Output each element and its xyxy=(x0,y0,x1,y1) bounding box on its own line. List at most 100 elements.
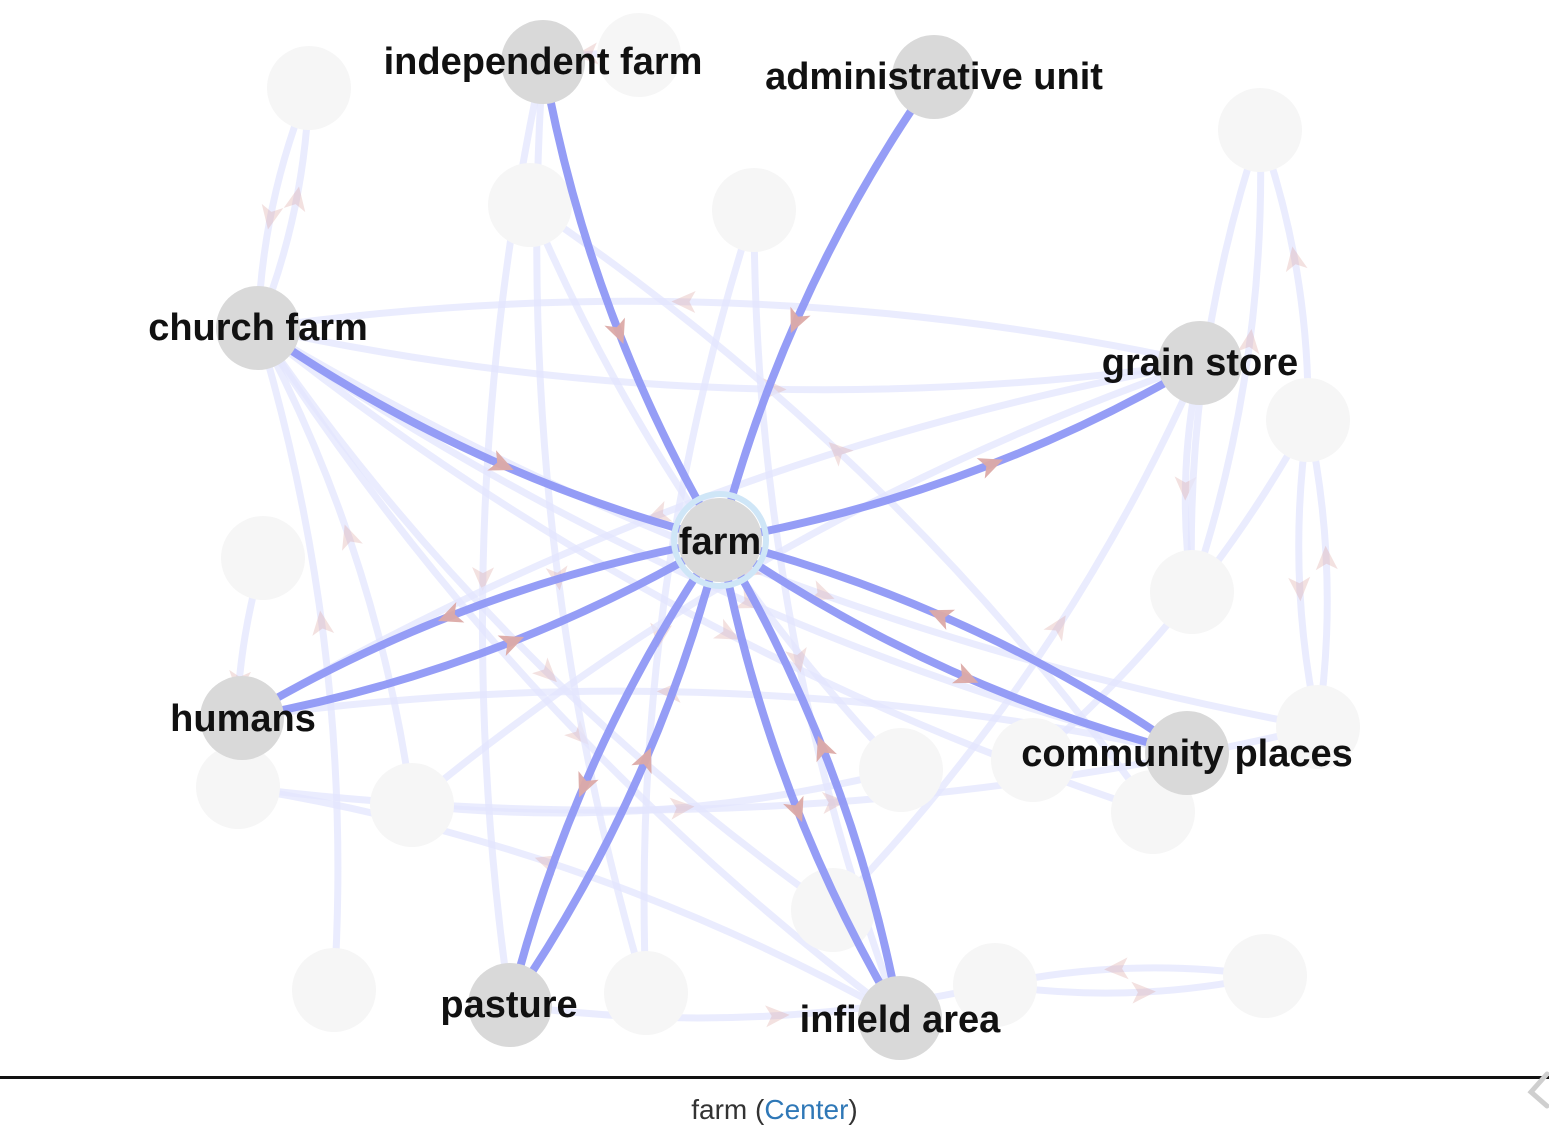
faded-edge-bg3-to-bg13 xyxy=(526,201,905,774)
faded-node-bg16[interactable] xyxy=(953,943,1037,1027)
faded-arrow-grain_store-to-humans xyxy=(646,500,673,522)
footer-caption: farm (Center) xyxy=(0,1094,1549,1126)
faded-arrow-pasture-to-bg16 xyxy=(765,1005,790,1028)
faded-node-bg7[interactable] xyxy=(1266,378,1350,462)
arrow-administrative_unit-to-farm xyxy=(790,306,811,334)
footer-paren-close: ) xyxy=(848,1094,858,1125)
center-node-ring xyxy=(671,491,769,589)
faded-edge-grain_store-to-church_farm xyxy=(254,291,1204,367)
faded-node-bg3[interactable] xyxy=(488,163,572,247)
faded-arrow-church_farm-to-bg1 xyxy=(283,186,306,213)
faded-arrow-church_farm-to-bg14 xyxy=(532,657,557,683)
arrow-independent_farm-to-farm xyxy=(604,317,625,344)
edge-farm-to-pasture xyxy=(506,536,724,1009)
node-independent_farm[interactable] xyxy=(501,20,585,104)
node-label-humans: humans xyxy=(170,698,316,740)
nodes-layer xyxy=(200,20,1242,1060)
arrow-church_farm-to-farm xyxy=(487,450,514,471)
faded-node-bg10[interactable] xyxy=(1276,685,1360,769)
faded-node-bg18[interactable] xyxy=(292,948,376,1032)
node-farm[interactable] xyxy=(678,498,762,582)
node-grain_store[interactable] xyxy=(1158,321,1242,405)
faded-edge-bg11-to-church_farm xyxy=(254,324,416,809)
node-label-infield_area: infield area xyxy=(800,999,1001,1041)
graph-canvas[interactable]: farm independent farm administrative unit c… xyxy=(0,0,1549,1075)
faded-arrow-bg18-to-church_farm xyxy=(312,610,335,636)
faded-edge-bg14-to-grain_store xyxy=(829,359,1204,914)
faded-node-bg11[interactable] xyxy=(370,763,454,847)
arrow-farm-to-pasture xyxy=(578,771,599,798)
faded-arrow-independent_farm-to-pasture xyxy=(472,566,495,592)
faded-arrow-bg14-to-grain_store xyxy=(1043,615,1066,642)
faded-arrow-grain_store-to-church_farm xyxy=(671,291,696,314)
faded-arrow-bg7-to-bg6 xyxy=(1285,246,1308,273)
faded-arrow-bg11-to-church_farm xyxy=(342,524,363,551)
node-label-independent_farm: independent farm xyxy=(384,41,703,83)
node-label-pasture: pasture xyxy=(440,984,577,1026)
faded-node-bg1[interactable] xyxy=(267,46,351,130)
faded-node-bg5[interactable] xyxy=(221,516,305,600)
faded-arrow-bg12-to-bg3 xyxy=(828,442,854,467)
faded-arrow-bg10-to-bg7 xyxy=(1315,545,1338,571)
edge-farm-to-infield_area xyxy=(716,536,904,1022)
edge-administrative_unit-to-farm xyxy=(716,73,938,544)
faded-arrow-church_farm-to-bg12 xyxy=(712,618,740,640)
faded-node-bg19[interactable] xyxy=(1223,934,1307,1018)
faded-edge-bg12-to-bg3 xyxy=(526,201,1157,816)
faded-edge-church_farm-to-bg14 xyxy=(254,324,837,914)
edge-farm-to-humans xyxy=(238,536,724,722)
faded-arrow-bg11-to-bg13 xyxy=(669,797,695,820)
arrow-farm-to-community_places xyxy=(951,663,979,684)
faded-arrow-bg9-to-bg6 xyxy=(1237,329,1260,355)
node-humans[interactable] xyxy=(200,676,284,760)
node-infield_area[interactable] xyxy=(858,976,942,1060)
arrow-community_places-to-farm xyxy=(928,609,956,630)
faded-node-bg15[interactable] xyxy=(604,951,688,1035)
faded-arrow-bg2-to-independent_farm xyxy=(573,42,599,65)
node-label-administrative_unit: administrative unit xyxy=(765,56,1103,98)
faded-edge-bg18-to-church_farm xyxy=(254,324,342,994)
faded-arrow-bg8-to-bg10 xyxy=(821,792,847,814)
arrow-infield_area-to-farm xyxy=(816,735,837,763)
center-link[interactable]: Center xyxy=(764,1094,849,1125)
node-pasture[interactable] xyxy=(468,963,552,1047)
edge-farm-to-grain_store xyxy=(716,359,1204,544)
faded-node-bg17[interactable] xyxy=(991,718,1075,802)
node-label-community_places: community places xyxy=(1021,733,1353,775)
node-label-church_farm: church farm xyxy=(148,307,368,349)
resize-handle-icon[interactable] xyxy=(1527,1070,1549,1110)
faded-edge-bg9-to-bg6 xyxy=(1188,126,1265,596)
node-label-farm: farm xyxy=(679,521,761,563)
arrow-farm-to-humans xyxy=(438,601,465,623)
node-label-grain_store: grain store xyxy=(1102,342,1298,384)
faded-node-bg8[interactable] xyxy=(196,745,280,829)
faded-node-bg4[interactable] xyxy=(712,168,796,252)
faded-arrow-bg1-to-church_farm xyxy=(261,203,284,230)
labels-layer: farm independent farm administrative unit c… xyxy=(148,41,1353,1041)
faded-node-bg2[interactable] xyxy=(597,13,681,97)
faded-arrow-bg16-to-bg19 xyxy=(1131,981,1156,1004)
arrow-pasture-to-farm xyxy=(631,747,652,774)
edge-community_places-to-farm xyxy=(716,536,1191,757)
edge-infield_area-to-farm xyxy=(716,536,904,1022)
edge-pasture-to-farm xyxy=(506,536,724,1009)
node-community_places[interactable] xyxy=(1145,711,1229,795)
node-church_farm[interactable] xyxy=(216,286,300,370)
arrow-farm-to-infield_area xyxy=(783,795,804,823)
edge-humans-to-farm xyxy=(238,536,724,722)
edge-farm-to-community_places xyxy=(716,536,1191,757)
footer-divider xyxy=(0,1076,1549,1079)
faded-arrow-bg7-to-bg10 xyxy=(1288,576,1311,602)
faded-node-bg6[interactable] xyxy=(1218,88,1302,172)
faded-node-bg14[interactable] xyxy=(791,868,875,952)
faded-node-bg13[interactable] xyxy=(859,728,943,812)
faded-arrow-bg19-to-bg16 xyxy=(1104,957,1129,980)
faded-node-bg9[interactable] xyxy=(1150,550,1234,634)
faded-arrow-bg4-to-infield_area xyxy=(785,646,807,673)
arrow-farm-to-grain_store xyxy=(976,458,1004,479)
highlighted-edges-layer xyxy=(238,58,1204,1022)
arrow-humans-to-farm xyxy=(497,635,524,657)
edge-church_farm-to-farm xyxy=(254,324,724,544)
node-administrative_unit[interactable] xyxy=(892,35,976,119)
faded-nodes-layer xyxy=(196,13,1360,1035)
